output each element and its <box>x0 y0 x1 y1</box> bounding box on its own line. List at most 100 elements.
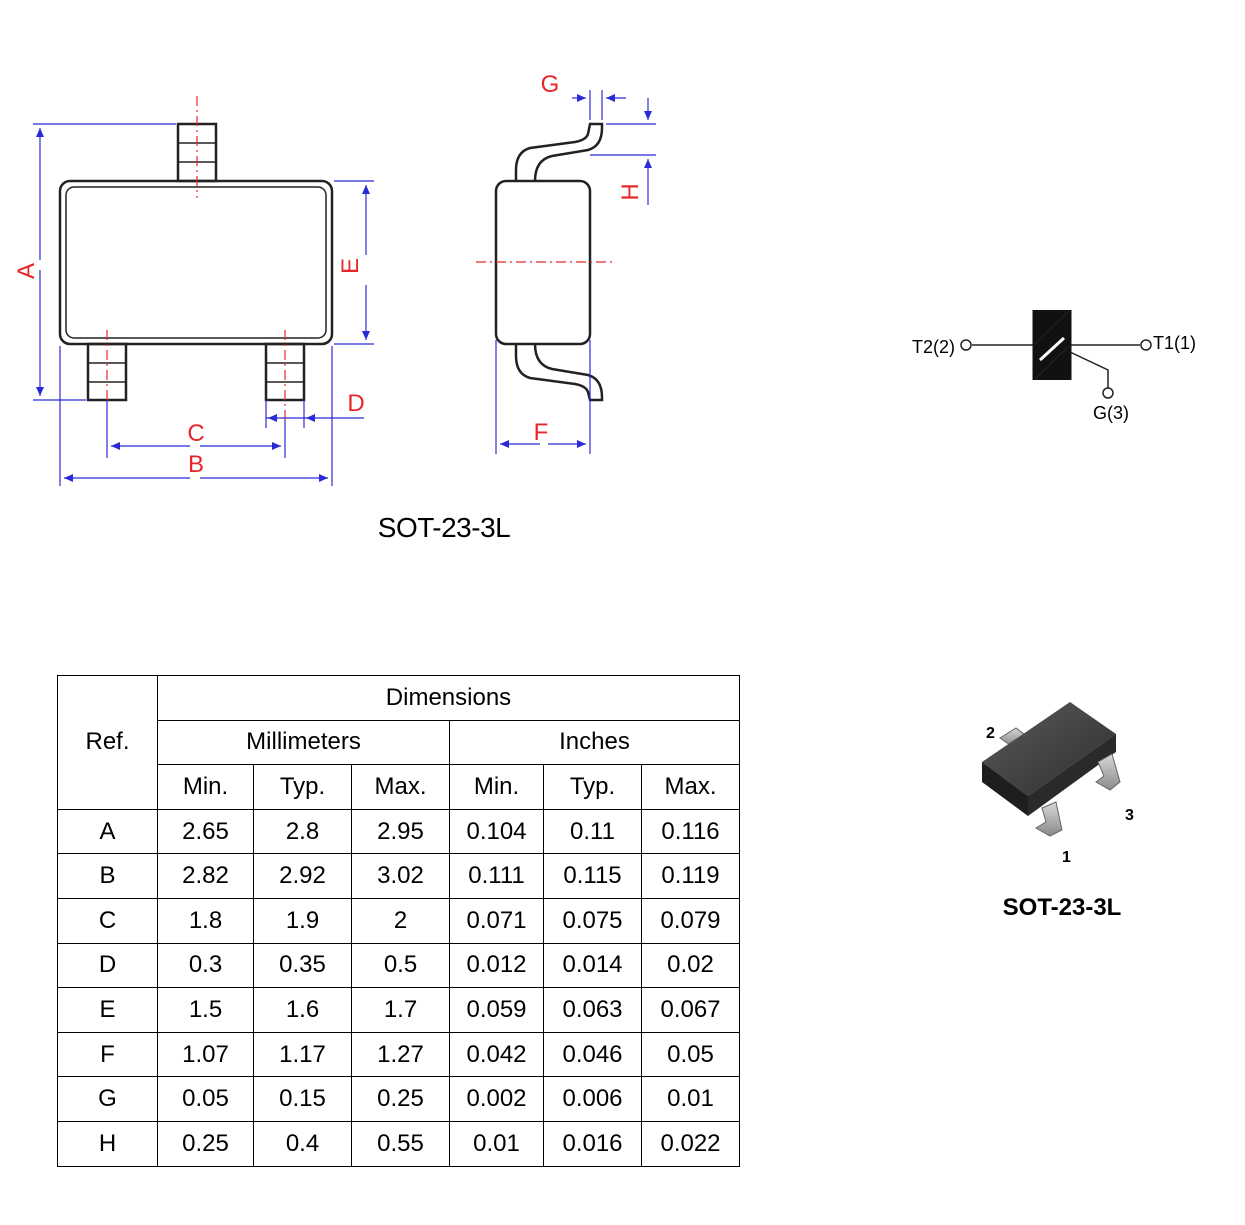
value-cell: 0.05 <box>157 1076 254 1122</box>
dimensions-header: Dimensions <box>157 675 740 721</box>
value-cell: 0.119 <box>641 853 740 899</box>
in-typ-header: Typ. <box>543 764 642 810</box>
pin3-label: 3 <box>1125 807 1134 824</box>
gate-terminal <box>1102 387 1114 399</box>
value-cell: 1.9 <box>253 897 352 944</box>
value-cell: 0.01 <box>641 1076 740 1122</box>
value-cell: 0.111 <box>449 853 544 899</box>
value-cell: 2.95 <box>351 808 450 855</box>
t2-terminal <box>960 339 972 351</box>
value-cell: 1.6 <box>253 987 352 1033</box>
dim-label-f: F <box>534 419 549 446</box>
dim-label-d: D <box>347 390 364 417</box>
value-cell: 2 <box>351 897 450 944</box>
lead-top <box>176 122 218 183</box>
value-cell: 0.5 <box>351 942 450 989</box>
value-cell: 0.079 <box>641 897 740 944</box>
in-min-header: Min. <box>449 764 544 810</box>
value-cell: 0.25 <box>351 1076 450 1122</box>
package-photo: 2 3 1 <box>982 702 1134 866</box>
value-cell: 0.002 <box>449 1076 544 1122</box>
package-body-top <box>58 179 334 346</box>
value-cell: 0.059 <box>449 987 544 1033</box>
ref-cell: C <box>57 897 158 944</box>
pin1-label: 1 <box>1062 849 1071 866</box>
dim-label-c: C <box>187 420 204 447</box>
ref-cell: B <box>57 853 158 899</box>
mm-typ-header: Typ. <box>253 764 352 810</box>
value-cell: 1.7 <box>351 987 450 1033</box>
value-cell: 0.022 <box>641 1120 740 1167</box>
mm-max-header: Max. <box>351 764 450 810</box>
value-cell: 0.006 <box>543 1076 642 1122</box>
ref-cell: G <box>57 1076 158 1122</box>
value-cell: 0.063 <box>543 987 642 1033</box>
value-cell: 1.5 <box>157 987 254 1033</box>
value-cell: 0.3 <box>157 942 254 989</box>
value-cell: 1.8 <box>157 897 254 944</box>
value-cell: 1.07 <box>157 1031 254 1078</box>
t1-terminal <box>1140 339 1152 351</box>
pin2-label: 2 <box>986 725 995 742</box>
value-cell: 3.02 <box>351 853 450 899</box>
value-cell: 0.012 <box>449 942 544 989</box>
value-cell: 0.014 <box>543 942 642 989</box>
value-cell: 2.65 <box>157 808 254 855</box>
package-title: SOT-23-3L <box>378 512 510 543</box>
value-cell: 0.35 <box>253 942 352 989</box>
value-cell: 0.042 <box>449 1031 544 1078</box>
in-max-header: Max. <box>641 764 740 810</box>
dim-label-e: E <box>337 258 364 274</box>
dimensions-table: Ref. Dimensions Millimeters Inches Min. … <box>57 675 740 1167</box>
value-cell: 0.115 <box>543 853 642 899</box>
value-cell: 0.046 <box>543 1031 642 1078</box>
value-cell: 2.8 <box>253 808 352 855</box>
value-cell: 2.82 <box>157 853 254 899</box>
dim-label-a: A <box>13 263 40 279</box>
ref-cell: E <box>57 987 158 1033</box>
value-cell: 1.17 <box>253 1031 352 1078</box>
value-cell: 0.05 <box>641 1031 740 1078</box>
value-cell: 0.4 <box>253 1120 352 1167</box>
dim-label-g: G <box>541 71 560 98</box>
ref-cell: A <box>57 808 158 855</box>
top-view <box>58 122 334 402</box>
value-cell: 0.067 <box>641 987 740 1033</box>
triac-symbol <box>960 310 1152 399</box>
value-cell: 0.55 <box>351 1120 450 1167</box>
value-cell: 0.15 <box>253 1076 352 1122</box>
value-cell: 0.075 <box>543 897 642 944</box>
lead-side-top <box>514 122 604 182</box>
t1-label: T1(1) <box>1153 333 1196 353</box>
value-cell: 0.116 <box>641 808 740 855</box>
value-cell: 0.071 <box>449 897 544 944</box>
ref-cell: F <box>57 1031 158 1078</box>
value-cell: 0.104 <box>449 808 544 855</box>
dim-label-b: B <box>188 451 204 478</box>
t2-label: T2(2) <box>912 337 955 357</box>
gate-label: G(3) <box>1093 403 1129 423</box>
ref-cell: H <box>57 1120 158 1167</box>
value-cell: 0.25 <box>157 1120 254 1167</box>
ref-header: Ref. <box>57 675 158 810</box>
value-cell: 0.01 <box>449 1120 544 1167</box>
lead-side-bottom <box>514 343 604 402</box>
millimeters-header: Millimeters <box>157 719 450 766</box>
value-cell: 1.27 <box>351 1031 450 1078</box>
value-cell: 2.92 <box>253 853 352 899</box>
value-cell: 0.11 <box>543 808 642 855</box>
ref-cell: D <box>57 942 158 989</box>
value-cell: 0.02 <box>641 942 740 989</box>
mm-min-header: Min. <box>157 764 254 810</box>
value-cell: 0.016 <box>543 1120 642 1167</box>
package-photo-title: SOT-23-3L <box>1002 894 1122 921</box>
inches-header: Inches <box>449 719 740 766</box>
